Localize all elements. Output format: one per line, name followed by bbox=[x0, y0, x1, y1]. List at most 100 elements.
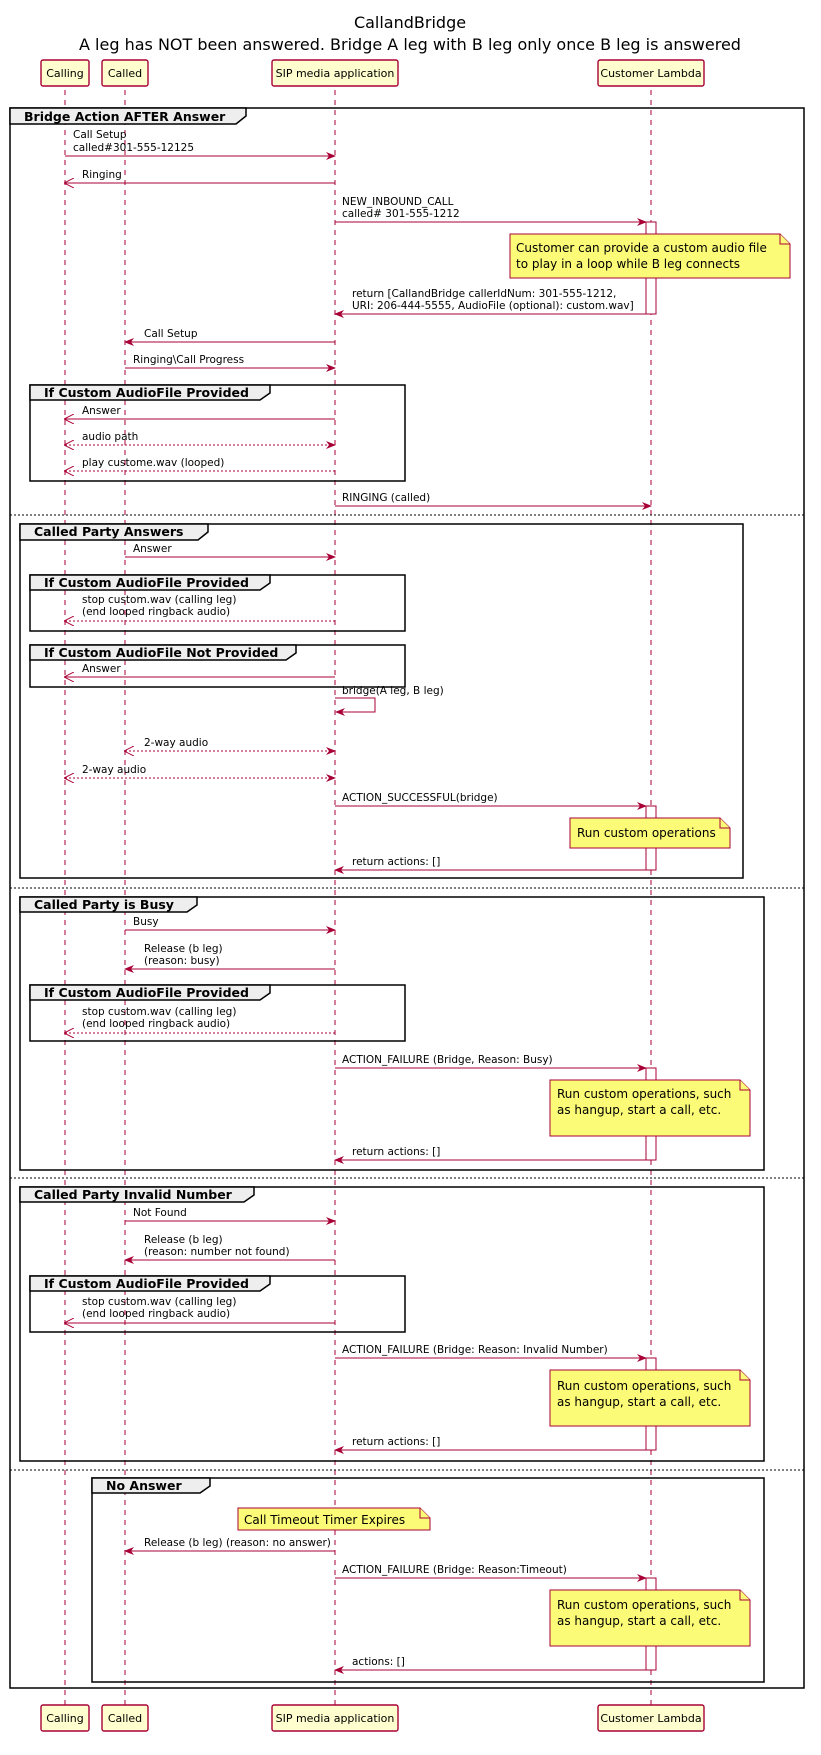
message-action-failure-timeout: ACTION_FAILURE (Bridge: Reason:Timeout) bbox=[335, 1564, 647, 1582]
message-2way-audio-calling: 2-way audio bbox=[65, 764, 335, 778]
message-new-inbound-call: NEW_INBOUND_CALL called# 301-555-1212 bbox=[335, 196, 647, 226]
message-label: bridge(A leg, B leg) bbox=[342, 685, 444, 697]
message-return-actions-busy: return actions: [] bbox=[334, 1146, 646, 1164]
message-label: URI: 206-444-5555, AudioFile (optional):… bbox=[352, 300, 634, 312]
message-answer-calling: Answer bbox=[65, 663, 335, 677]
note-text: as hangup, start a call, etc. bbox=[557, 1103, 721, 1117]
message-call-setup: Call Setup called#301-555-12125 bbox=[65, 129, 336, 160]
message-label: 2-way audio bbox=[144, 737, 208, 749]
message-return-actions-invalid: return actions: [] bbox=[334, 1436, 646, 1454]
note-run-custom-operations-timeout: Run custom operations, such as hangup, s… bbox=[549, 1589, 751, 1647]
message-label: called# 301-555-1212 bbox=[342, 208, 460, 220]
note-call-timeout: Call Timeout Timer Expires bbox=[237, 1507, 431, 1531]
message-label: ACTION_FAILURE (Bridge: Reason:Timeout) bbox=[342, 1564, 567, 1576]
message-label: Ringing\Call Progress bbox=[133, 354, 244, 366]
participant-calling-top: Calling bbox=[40, 59, 90, 87]
group-custom-audio-not-provided: If Custom AudioFile Not Provided bbox=[29, 644, 406, 688]
group-label: Bridge Action AFTER Answer bbox=[24, 109, 226, 124]
message-label: Release (b leg) (reason: no answer) bbox=[144, 1537, 331, 1549]
participant-called-bottom: Called bbox=[101, 1704, 149, 1732]
message-label: Busy bbox=[133, 916, 159, 928]
message-release-not-found: Release (b leg) (reason: number not foun… bbox=[124, 1234, 335, 1264]
message-label: 2-way audio bbox=[82, 764, 146, 776]
participant-label: SIP media application bbox=[276, 1712, 395, 1725]
group-label: Called Party is Busy bbox=[34, 897, 174, 912]
message-label: (end looped ringback audio) bbox=[82, 606, 230, 618]
message-ringing: Ringing bbox=[65, 169, 335, 183]
note-text: Run custom operations, such bbox=[557, 1598, 731, 1612]
message-action-failure-invalid: ACTION_FAILURE (Bridge: Reason: Invalid … bbox=[335, 1344, 647, 1362]
diagram-subtitle: A leg has NOT been answered. Bridge A le… bbox=[79, 35, 741, 54]
message-answer-called: Answer bbox=[125, 543, 336, 561]
message-label: return actions: [] bbox=[352, 1436, 440, 1448]
note-run-custom-operations-busy: Run custom operations, such as hangup, s… bbox=[549, 1079, 751, 1137]
participant-label: Calling bbox=[46, 67, 84, 80]
message-label: RINGING (called) bbox=[342, 492, 430, 504]
message-not-found: Not Found bbox=[125, 1207, 336, 1225]
message-label: ACTION_FAILURE (Bridge, Reason: Busy) bbox=[342, 1054, 553, 1066]
note-text: Call Timeout Timer Expires bbox=[244, 1513, 405, 1527]
participant-lambda-top: Customer Lambda bbox=[597, 59, 705, 87]
message-stop-custom-wav: stop custom.wav (calling leg) (end loope… bbox=[65, 594, 335, 621]
message-bridge-self: bridge(A leg, B leg) bbox=[335, 685, 444, 716]
group-label: If Custom AudioFile Not Provided bbox=[44, 645, 278, 660]
note-text: Run custom operations, such bbox=[557, 1087, 731, 1101]
message-label: (reason: busy) bbox=[144, 955, 220, 967]
participant-lambda-bottom: Customer Lambda bbox=[597, 1704, 705, 1732]
note-text: Customer can provide a custom audio file bbox=[516, 241, 767, 255]
message-release-no-answer: Release (b leg) (reason: no answer) bbox=[124, 1537, 335, 1555]
message-label: NEW_INBOUND_CALL bbox=[342, 196, 454, 208]
message-return-callandbridge: return [CallandBridge callerIdNum: 301-5… bbox=[334, 288, 646, 318]
participant-label: SIP media application bbox=[276, 67, 395, 80]
message-label: ACTION_FAILURE (Bridge: Reason: Invalid … bbox=[342, 1344, 608, 1356]
message-ringing-called: RINGING (called) bbox=[335, 492, 652, 510]
message-label: play custome.wav (looped) bbox=[82, 457, 224, 469]
note-custom-audio: Customer can provide a custom audio file… bbox=[509, 233, 791, 279]
message-return-actions: return actions: [] bbox=[334, 856, 646, 874]
message-label: called#301-555-12125 bbox=[73, 142, 194, 154]
message-label: audio path bbox=[82, 431, 138, 443]
message-label: stop custom.wav (calling leg) bbox=[82, 594, 236, 606]
group-no-answer: No Answer bbox=[91, 1477, 765, 1683]
group-custom-audio-provided-3: If Custom AudioFile Provided bbox=[29, 984, 406, 1042]
message-label: ACTION_SUCCESSFUL(bridge) bbox=[342, 792, 498, 804]
message-label: stop custom.wav (calling leg) bbox=[82, 1006, 236, 1018]
message-label: Answer bbox=[82, 405, 121, 417]
note-run-custom-operations-invalid: Run custom operations, such as hangup, s… bbox=[549, 1369, 751, 1427]
message-audio-path: audio path bbox=[65, 431, 335, 445]
message-label: (end looped ringback audio) bbox=[82, 1308, 230, 1320]
message-busy: Busy bbox=[125, 916, 336, 934]
group-label: No Answer bbox=[106, 1478, 182, 1493]
message-stop-custom-wav-busy: stop custom.wav (calling leg) (end loope… bbox=[65, 1006, 335, 1033]
participant-label: Customer Lambda bbox=[600, 1712, 701, 1725]
message-label: return actions: [] bbox=[352, 856, 440, 868]
participant-sma-top: SIP media application bbox=[271, 59, 399, 87]
diagram-title: CallandBridge bbox=[354, 13, 466, 32]
message-label: Answer bbox=[82, 663, 121, 675]
group-bridge-action-after-answer: Bridge Action AFTER Answer bbox=[9, 107, 805, 1689]
message-label: return [CallandBridge callerIdNum: 301-5… bbox=[352, 288, 616, 300]
message-action-successful: ACTION_SUCCESSFUL(bridge) bbox=[335, 792, 647, 810]
note-text: to play in a loop while B leg connects bbox=[516, 257, 740, 271]
message-label: (reason: number not found) bbox=[144, 1246, 290, 1258]
note-text: as hangup, start a call, etc. bbox=[557, 1614, 721, 1628]
message-label: Release (b leg) bbox=[144, 1234, 223, 1246]
participant-called-top: Called bbox=[101, 59, 149, 87]
participant-label: Called bbox=[108, 1712, 142, 1725]
participant-sma-bottom: SIP media application bbox=[271, 1704, 399, 1732]
note-run-custom-operations: Run custom operations bbox=[569, 817, 731, 849]
message-label: Call Setup bbox=[73, 129, 127, 141]
group-label: If Custom AudioFile Provided bbox=[44, 985, 249, 1000]
participant-label: Customer Lambda bbox=[600, 67, 701, 80]
group-label: Called Party Answers bbox=[34, 524, 184, 539]
note-text: as hangup, start a call, etc. bbox=[557, 1395, 721, 1409]
group-called-party-answers: Called Party Answers bbox=[19, 523, 744, 879]
participant-label: Calling bbox=[46, 1712, 84, 1725]
message-ringing-call-progress: Ringing\Call Progress bbox=[125, 354, 336, 372]
group-label: If Custom AudioFile Provided bbox=[44, 385, 249, 400]
message-label: Answer bbox=[133, 543, 172, 555]
message-action-failure-busy: ACTION_FAILURE (Bridge, Reason: Busy) bbox=[335, 1054, 647, 1072]
message-answer: Answer bbox=[65, 405, 335, 419]
message-play-custome-wav: play custome.wav (looped) bbox=[65, 457, 335, 471]
message-call-setup-called: Call Setup bbox=[124, 328, 335, 346]
